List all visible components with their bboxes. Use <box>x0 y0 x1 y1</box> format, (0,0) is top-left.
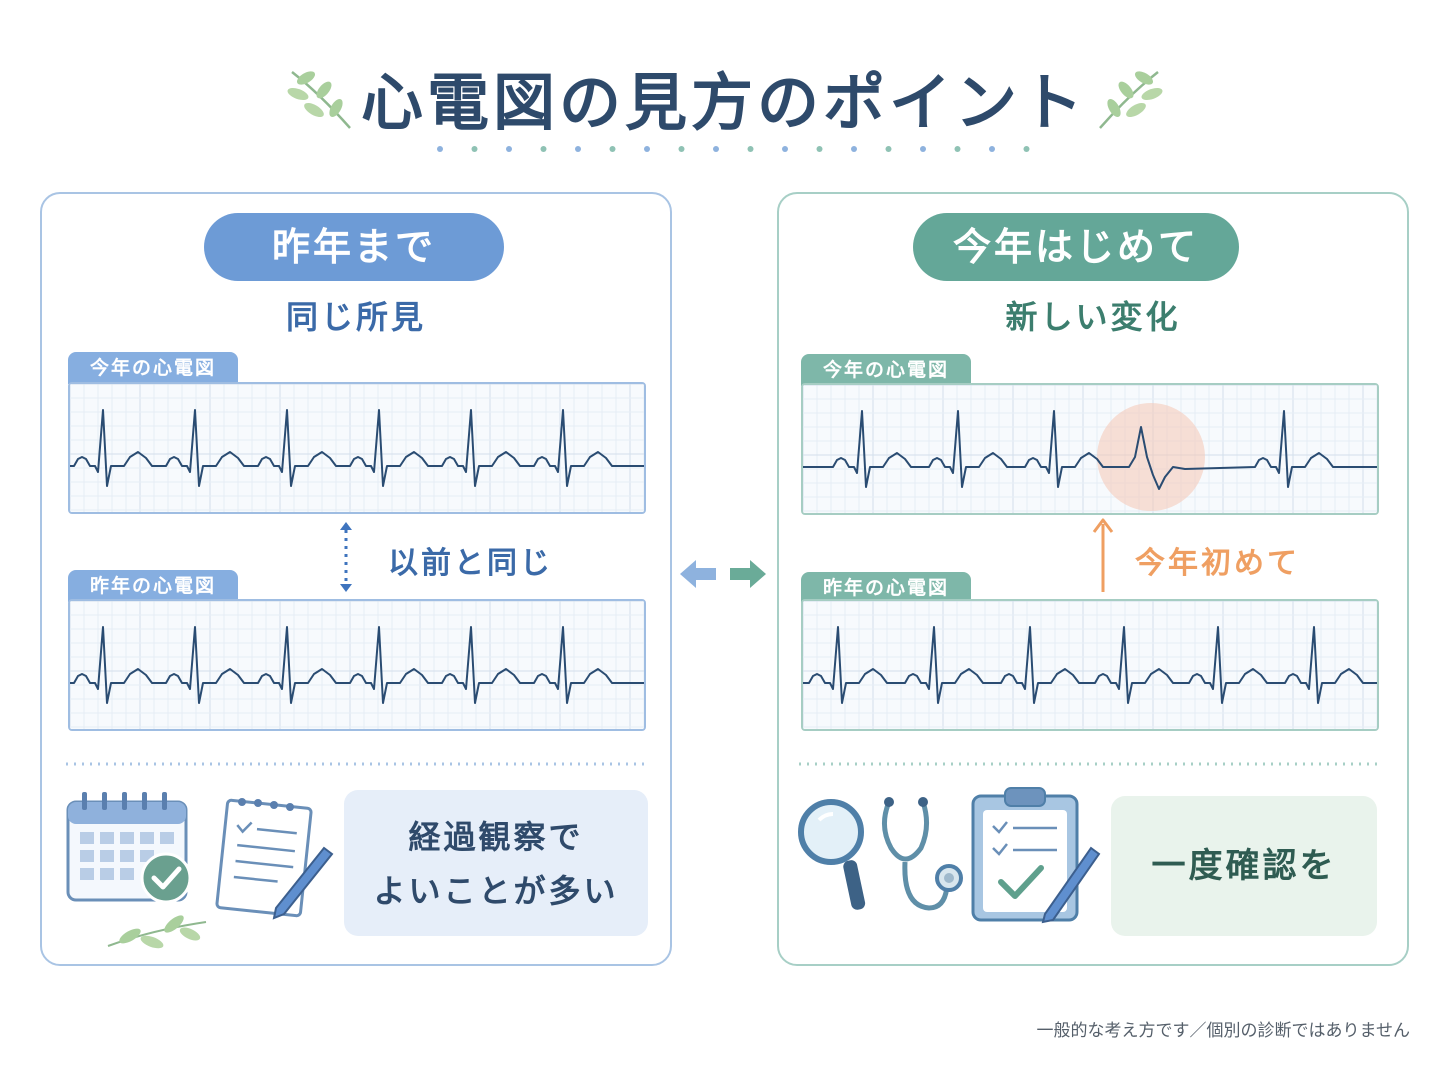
divider-dot <box>713 146 719 152</box>
divider-dot <box>954 146 961 152</box>
divider-dot <box>782 146 788 152</box>
ecg-label-this-year: 今年の心電図 <box>801 354 972 386</box>
compare-text-same: 以前と同じ <box>388 546 553 581</box>
notepad-pen-icon <box>215 798 334 920</box>
compare-text-first: 今年初めて <box>1135 546 1300 581</box>
calendar-check-icon <box>66 792 192 904</box>
page-title: 心電図の見方のポイント <box>360 66 1087 139</box>
divider-dot <box>851 146 857 152</box>
message-line-1: 経過観察で <box>408 818 584 856</box>
ecg-waveform <box>803 601 1377 729</box>
ecg-strip-last-year <box>801 599 1379 731</box>
divider-dot <box>816 146 823 152</box>
clipboard-check-icon <box>971 787 1101 924</box>
arrow-up-icon <box>1092 518 1114 592</box>
leaf-decoration-icon <box>107 915 207 949</box>
ecg-grid-background <box>803 601 1377 729</box>
compare-arrows-icon <box>680 560 766 588</box>
divider-dot <box>644 146 650 152</box>
ecg-trace <box>803 410 1377 490</box>
ecg-grid <box>70 601 644 729</box>
leaf-sprig-left-icon <box>287 71 351 129</box>
divider-dot <box>885 146 892 152</box>
dotted-separator <box>799 762 1377 766</box>
magnifier-icon <box>798 799 866 910</box>
divider-dot <box>540 146 547 152</box>
ecg-strip-last-year <box>68 599 646 731</box>
ecg-waveform <box>70 384 644 512</box>
ecg-waveform <box>803 385 1377 513</box>
panel-first-this-year: 今年はじめて 新しい変化 今年の心電図 今年初めて 昨年の心電図 <box>777 192 1409 966</box>
divider-dot <box>437 146 443 152</box>
subtitle-new-change: 新しい変化 <box>1005 298 1181 336</box>
ecg-grid <box>803 601 1377 729</box>
double-arrow-icon <box>340 522 352 592</box>
ecg-grid <box>70 384 644 512</box>
stethoscope-icon <box>882 797 963 911</box>
divider-dot <box>471 146 478 152</box>
ecg-trace <box>70 626 644 704</box>
ecg-grid-background <box>70 384 644 512</box>
message-watchful-waiting: 経過観察で よいことが多い <box>344 790 648 936</box>
ecg-waveform <box>70 601 644 729</box>
pill-first-this-year: 今年はじめて <box>913 213 1239 281</box>
title-divider-dots <box>437 146 1030 152</box>
divider-dot <box>920 146 926 152</box>
ecg-grid-background <box>70 601 644 729</box>
ecg-trace <box>70 409 644 487</box>
ecg-strip-this-year <box>801 383 1379 515</box>
divider-dot <box>678 146 685 152</box>
ecg-strip-this-year <box>68 382 646 514</box>
dotted-separator <box>66 762 644 766</box>
subtitle-same-findings: 同じ所見 <box>285 298 426 336</box>
ecg-grid-background <box>803 385 1377 513</box>
message-please-check: 一度確認を <box>1111 796 1377 936</box>
abnormal-beat-highlight <box>1097 403 1205 511</box>
ecg-label-this-year: 今年の心電図 <box>68 352 239 384</box>
pill-until-last-year: 昨年まで <box>204 213 504 281</box>
divider-dot <box>989 146 995 152</box>
divider-dot <box>506 146 512 152</box>
ecg-label-last-year: 昨年の心電図 <box>801 572 972 604</box>
leaf-sprig-right-icon <box>1099 71 1163 129</box>
divider-dot <box>1023 146 1030 152</box>
ecg-label-last-year: 昨年の心電図 <box>68 570 239 602</box>
divider-dot <box>747 146 754 152</box>
ecg-trace <box>803 626 1377 704</box>
disclaimer-note: 一般的な考え方です／個別の診断ではありません <box>1036 1021 1411 1041</box>
panel-until-last-year: 昨年まで 同じ所見 今年の心電図 以前と同じ 昨年の心電図 <box>40 192 672 966</box>
message-line-2: よいことが多い <box>373 872 619 910</box>
divider-dot <box>575 146 581 152</box>
divider-dot <box>609 146 616 152</box>
